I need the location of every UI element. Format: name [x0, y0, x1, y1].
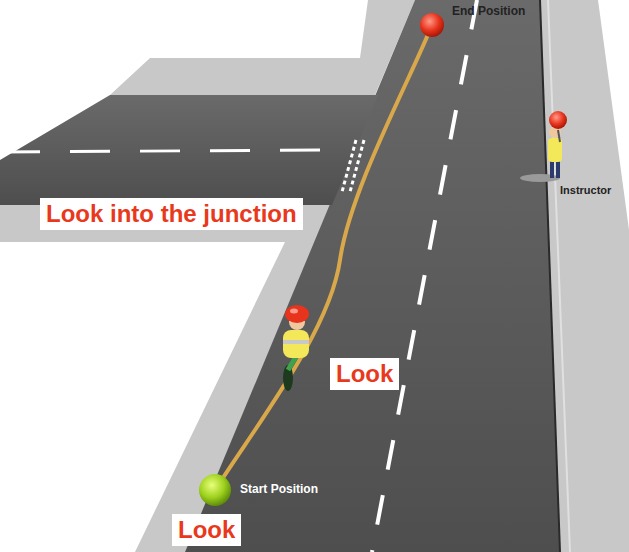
end-position-label: End Position — [452, 5, 525, 19]
start-position-label: Start Position — [240, 483, 318, 497]
main-road — [185, 0, 560, 552]
instruction-text: Look — [330, 358, 399, 390]
instruction-text: Look — [172, 514, 241, 546]
centre-line — [372, 0, 477, 552]
kerb-line — [540, 0, 560, 552]
side-centre-line — [0, 150, 320, 152]
kerb-line — [548, 0, 570, 552]
upper-pavement — [110, 0, 415, 95]
give-way-line — [342, 140, 356, 192]
instructor-figure — [520, 111, 567, 182]
end-marker — [420, 13, 444, 37]
riding-path — [215, 25, 432, 490]
side-road — [0, 95, 378, 205]
cyclist — [283, 305, 309, 391]
start-marker — [199, 474, 231, 506]
instructor-label: Instructor — [560, 184, 611, 197]
instruction-text: Look into the junction — [40, 198, 303, 230]
